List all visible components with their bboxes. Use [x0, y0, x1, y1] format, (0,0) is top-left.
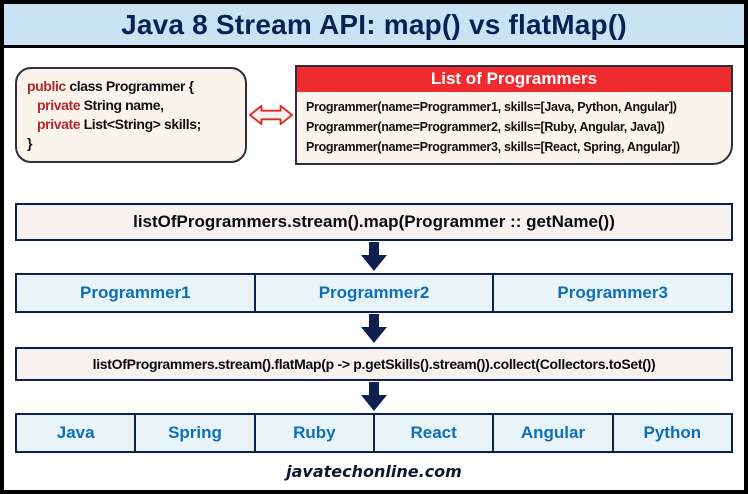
- flatmap-result-cell: Angular: [492, 415, 611, 451]
- flatmap-result-cell: Spring: [134, 415, 253, 451]
- flatmap-result-cell: Python: [611, 415, 731, 451]
- list-of-programmers-body: Programmer(name=Programmer1, skills=[Jav…: [297, 92, 731, 162]
- code-keyword: private: [37, 97, 81, 113]
- map-result-cell: Programmer2: [253, 275, 493, 311]
- code-text: }: [27, 135, 33, 151]
- code-keyword: private: [37, 116, 81, 132]
- map-result-row: Programmer1 Programmer2 Programmer3: [15, 273, 733, 313]
- top-section: public class Programmer { private String…: [15, 65, 733, 165]
- code-line: private List<String> skills;: [27, 115, 235, 134]
- flatmap-result-cell: React: [372, 415, 492, 451]
- flatmap-expression-box: listOfProgrammers.stream().flatMap(p -> …: [15, 347, 733, 381]
- map-result-cell: Programmer1: [80, 283, 191, 302]
- programmer-class-code: public class Programmer { private String…: [15, 67, 247, 163]
- down-arrow-icon: [15, 242, 733, 272]
- list-of-programmers-panel: List of Programmers Programmer(name=Prog…: [295, 65, 733, 165]
- footer-watermark: javatechonline.com: [286, 462, 462, 481]
- page-title: Java 8 Stream API: map() vs flatMap(): [121, 8, 627, 40]
- diagram-content: public class Programmer { private String…: [4, 65, 744, 481]
- programmer-entry: Programmer(name=Programmer3, skills=[Rea…: [306, 140, 680, 154]
- down-arrow-icon: [15, 314, 733, 344]
- map-expression-box: listOfProgrammers.stream().map(Programme…: [15, 203, 733, 241]
- code-line: private String name,: [27, 96, 235, 115]
- flatmap-result-row: Java Spring Ruby React Angular Python: [15, 413, 733, 453]
- flatmap-result-cell: Ruby: [253, 415, 373, 451]
- programmer-entry: Programmer(name=Programmer1, skills=[Jav…: [306, 100, 677, 114]
- code-text: List<String> skills;: [80, 116, 202, 132]
- exchange-arrow-icon: [247, 102, 295, 128]
- code-text: class Programmer {: [65, 78, 194, 94]
- map-result-cell: Programmer3: [492, 275, 731, 311]
- title-bar: Java 8 Stream API: map() vs flatMap(): [4, 4, 744, 48]
- programmer-entry: Programmer(name=Programmer2, skills=[Rub…: [306, 120, 665, 134]
- list-of-programmers-header: List of Programmers: [297, 67, 731, 92]
- code-keyword: public: [27, 78, 66, 94]
- flatmap-result-cell: Java: [56, 423, 95, 442]
- down-arrow-icon: [15, 382, 733, 412]
- code-text: String name,: [80, 97, 164, 113]
- code-line: public class Programmer {: [27, 77, 235, 96]
- code-line: }: [27, 134, 235, 153]
